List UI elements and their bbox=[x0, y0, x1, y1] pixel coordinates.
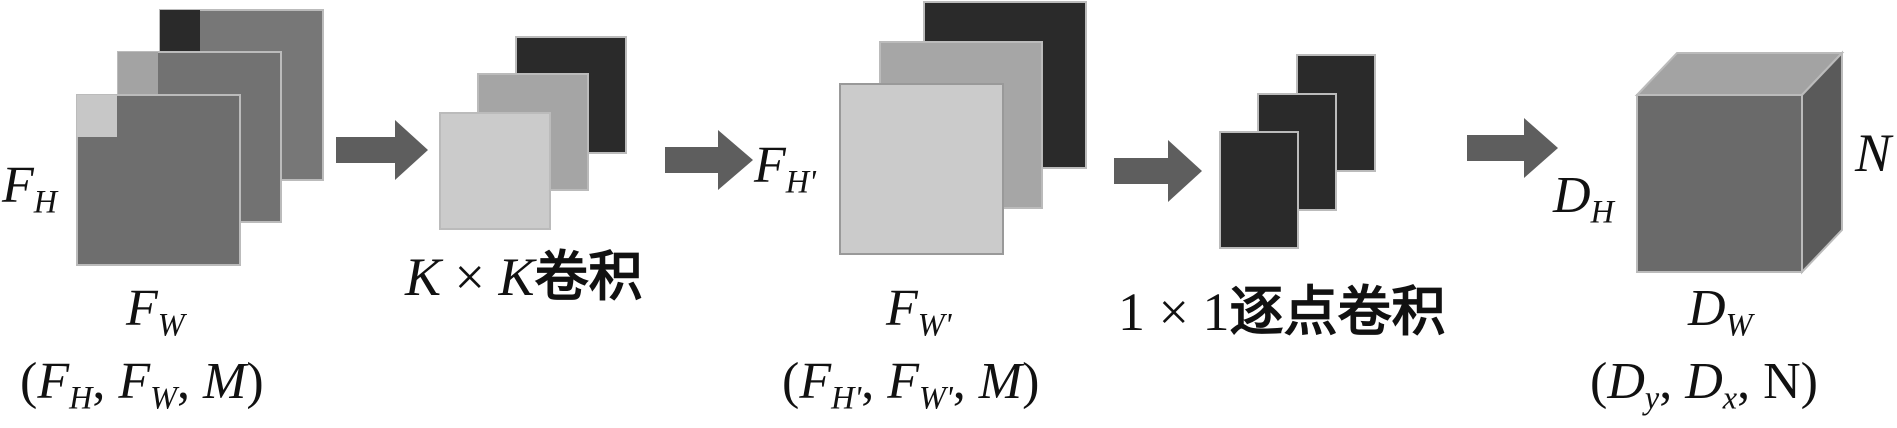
intermediate-map-front bbox=[839, 83, 1004, 255]
pointwise-kernel-front bbox=[1219, 131, 1299, 249]
arrow-3 bbox=[1114, 140, 1202, 202]
output-width-label: DW bbox=[1688, 280, 1753, 343]
input-map-back-patch bbox=[160, 10, 200, 52]
intermediate-feature-maps bbox=[839, 1, 1087, 255]
cube-front-face bbox=[1636, 94, 1803, 273]
input-height-label: FH bbox=[2, 157, 58, 220]
input-map-middle-patch bbox=[118, 52, 158, 94]
arrow-4 bbox=[1467, 118, 1558, 178]
kxk-kernels bbox=[439, 36, 627, 230]
input-map-front-patch bbox=[77, 95, 117, 137]
input-feature-maps bbox=[76, 9, 324, 266]
intermediate-shape-label: (FH', FW', M) bbox=[782, 353, 1040, 416]
pointwise-conv-caption: 1 × 1逐点卷积 bbox=[1118, 280, 1446, 343]
output-height-label: DH bbox=[1553, 167, 1614, 230]
intermediate-height-label: FH' bbox=[754, 137, 816, 200]
input-shape-label: (FH, FW, M) bbox=[20, 353, 264, 416]
intermediate-width-label: FW' bbox=[886, 280, 952, 343]
arrow-2 bbox=[665, 130, 753, 190]
output-cube bbox=[1634, 50, 1845, 275]
output-depth-label: N bbox=[1855, 123, 1892, 183]
depthwise-conv-caption: K × K卷积 bbox=[405, 245, 643, 308]
output-shape-label: (Dy, Dx, N) bbox=[1590, 353, 1818, 416]
arrow-1 bbox=[336, 120, 428, 180]
kernel-front bbox=[439, 112, 551, 230]
input-width-label: FW bbox=[126, 280, 185, 343]
pointwise-kernels bbox=[1219, 54, 1376, 249]
